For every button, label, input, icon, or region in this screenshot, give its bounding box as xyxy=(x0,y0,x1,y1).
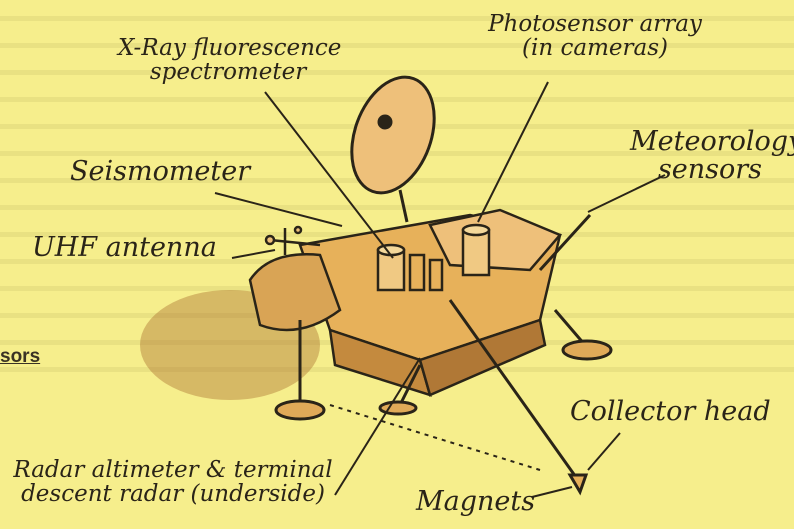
radar-label-line2: descent radar (underside) xyxy=(8,482,338,506)
xray-label: X-Ray fluorescence spectrometer xyxy=(118,36,338,84)
meteorology-label-line2: sensors xyxy=(630,156,790,184)
radar-label: Radar altimeter & terminal descent radar… xyxy=(8,458,338,506)
radar-label-line1: Radar altimeter & terminal xyxy=(8,458,338,482)
xray-label-line2: spectrometer xyxy=(118,60,338,84)
magnets-label: Magnets xyxy=(416,488,535,516)
photosensor-label: Photosensor array (in cameras) xyxy=(470,12,720,60)
seismometer-label: Seismometer xyxy=(70,158,250,186)
collector-head-label: Collector head xyxy=(570,398,771,426)
photosensor-label-line1: Photosensor array xyxy=(470,12,720,36)
xray-label-line1: X-Ray fluorescence xyxy=(118,36,338,60)
sample-trail xyxy=(330,405,540,470)
truncated-heading: sors xyxy=(0,346,40,368)
photosensor-label-line2: (in cameras) xyxy=(470,36,720,60)
high-gain-dish xyxy=(337,66,449,222)
uhf-antenna-label: UHF antenna xyxy=(32,234,217,262)
meteorology-label-line1: Meteorology xyxy=(630,128,790,156)
meteorology-label: Meteorology sensors xyxy=(630,128,790,185)
